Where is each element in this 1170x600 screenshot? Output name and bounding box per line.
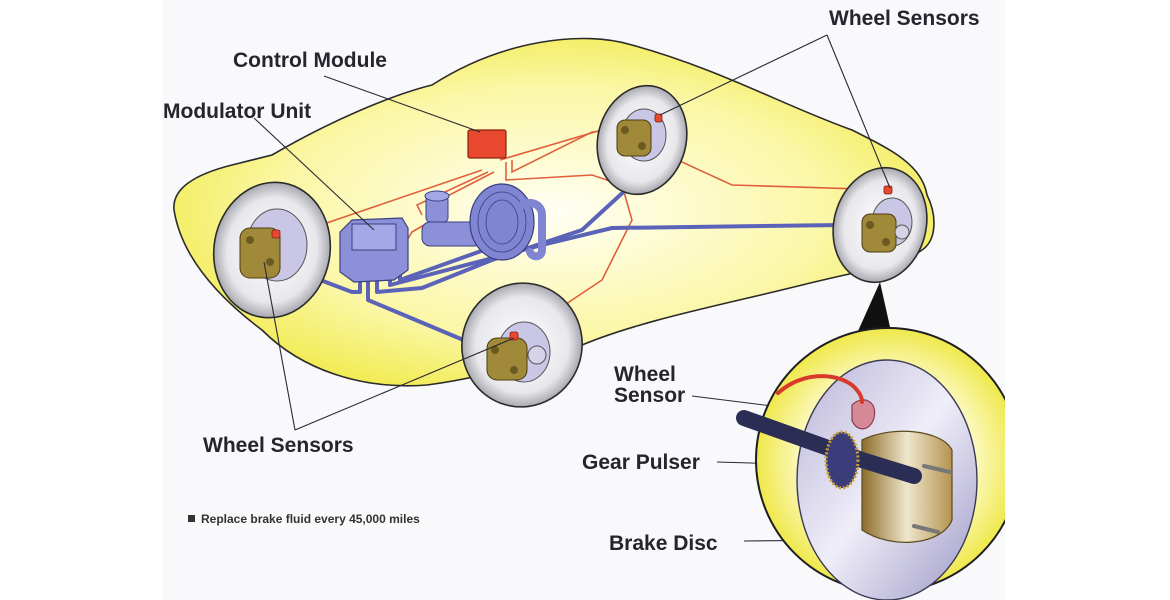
maintenance-note: Replace brake fluid every 45,000 miles (188, 512, 420, 526)
master-cylinder-booster (421, 183, 546, 261)
wheel-sensor-detail (851, 399, 876, 430)
detail-inset (736, 327, 1005, 600)
maintenance-note-text: Replace brake fluid every 45,000 miles (201, 512, 420, 526)
label-detail-wheel-sensor-2: Sensor (614, 384, 686, 407)
abs-diagram: Control Module Modulator Unit Wheel Sens… (162, 0, 1005, 600)
wheel-front-right (461, 282, 583, 408)
control-module (467, 129, 507, 159)
wheel-sensor-front-right (509, 331, 519, 341)
label-brake-disc: Brake Disc (609, 532, 718, 555)
label-control-module: Control Module (233, 49, 387, 72)
wheel-sensor-front-left (271, 229, 281, 239)
modulator-unit (339, 217, 409, 283)
diagram-illustration (173, 34, 1005, 600)
axle-shaft (736, 410, 922, 484)
label-wheel-sensors-bottom: Wheel Sensors (203, 434, 354, 457)
callout-pointer (854, 282, 892, 340)
wheel-sensor-rear-left (654, 113, 663, 123)
sensor-cable (776, 374, 864, 404)
label-detail-wheel-sensor-1: Wheel (614, 363, 676, 386)
wheel-rear-right (832, 166, 928, 284)
car-body (173, 37, 935, 387)
wheel-front-left (212, 181, 332, 319)
hub (861, 430, 953, 543)
label-wheel-sensors-top: Wheel Sensors (829, 7, 980, 30)
label-modulator-unit: Modulator Unit (163, 100, 312, 123)
label-gear-pulser: Gear Pulser (582, 451, 700, 474)
gear-pulser (824, 430, 860, 490)
wheel-sensor-rear-right (883, 185, 893, 195)
bullet-icon (188, 515, 195, 522)
